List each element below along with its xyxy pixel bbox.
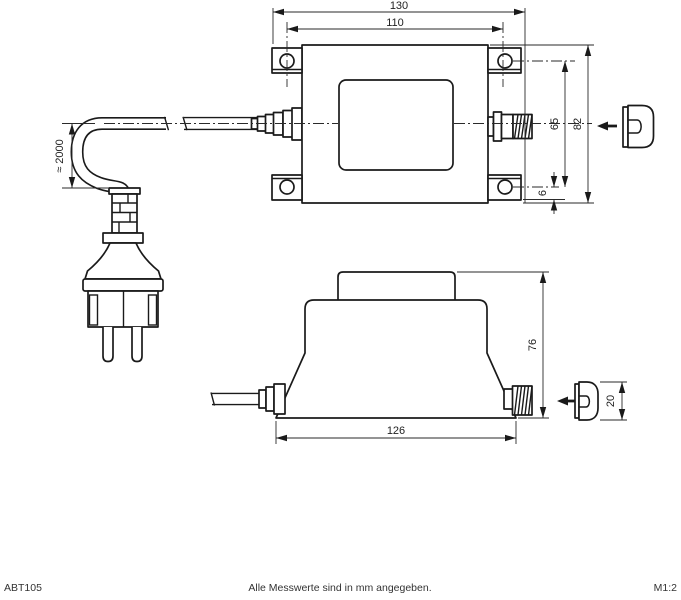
dim-76: 76 [457, 271, 549, 419]
dim-label: 65 [549, 118, 561, 130]
dim-110: 110 [287, 17, 503, 33]
units-note: Alle Messwerte sind in mm angegeben. [248, 582, 431, 594]
connector-cap-plan [597, 104, 655, 149]
center-lines [104, 22, 592, 188]
footer: ABT105 Alle Messwerte sind in mm angegeb… [4, 582, 677, 594]
mounting-hole [497, 179, 513, 195]
plug-pin [102, 327, 114, 363]
mounting-hole [497, 53, 513, 69]
plug-pin [131, 327, 143, 363]
strain-relief-grommet [250, 107, 303, 141]
plan-view: 130 110 ≈ 2000 65 82 6 [54, 0, 655, 363]
dim-label: 110 [386, 17, 404, 29]
dim-label: 20 [605, 395, 617, 407]
power-cable [70, 116, 257, 196]
cap-slot [579, 395, 591, 408]
mounting-hole [279, 179, 295, 195]
dim-label: 82 [572, 118, 584, 130]
side-housing-body [275, 299, 517, 419]
label-area [338, 79, 454, 171]
dim-126: 126 [275, 421, 517, 444]
dim-cable-length: ≈ 2000 [54, 123, 108, 189]
article-number: ABT105 [4, 582, 42, 594]
dim-65: 65 [549, 61, 569, 187]
dim-20: 20 [600, 381, 627, 421]
side-cable [210, 383, 286, 415]
output-connector [487, 111, 533, 142]
connector-cap-side [557, 381, 599, 421]
side-view: 76 126 20 [210, 271, 627, 444]
cap-slot [628, 119, 642, 134]
side-output-connector [503, 385, 533, 416]
side-top-boss [337, 271, 456, 300]
mains-plug [82, 187, 164, 363]
plug-brim [82, 278, 164, 292]
dim-label: 126 [387, 425, 405, 437]
dim-6: 6 [523, 172, 565, 214]
scale-label: M1:2 [654, 582, 678, 594]
plug-bell [84, 242, 162, 280]
dim-label: 6 [537, 190, 549, 196]
plug-strain-relief [111, 193, 138, 234]
dim-130: 130 [272, 0, 526, 203]
dim-label: 130 [390, 0, 408, 12]
dim-label: 76 [527, 339, 539, 351]
dim-label: ≈ 2000 [54, 139, 66, 173]
insert-direction-arrow-icon [597, 121, 617, 131]
insert-direction-arrow-icon [557, 396, 576, 406]
dim-82: 82 [490, 44, 594, 204]
